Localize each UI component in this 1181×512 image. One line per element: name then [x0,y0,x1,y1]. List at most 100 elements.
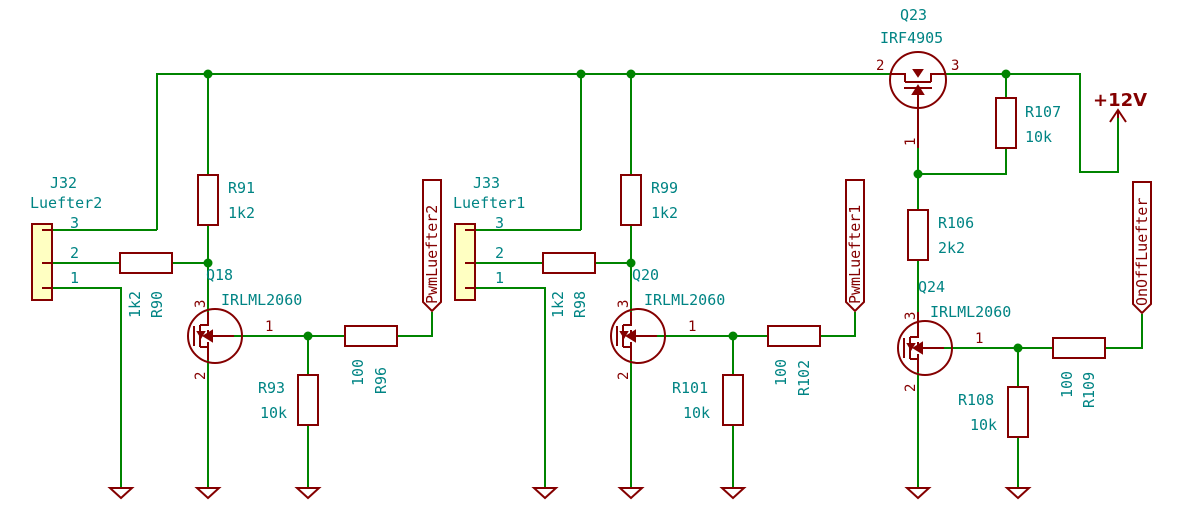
mosfet-arrow-icon [911,84,925,95]
resistor-r91[interactable]: R91 1k2 [197,174,255,226]
ground-icon [194,487,222,500]
resistor-ref: R90 [148,291,166,318]
connector-value: Luefter1 [453,194,525,212]
pin-number: 2 [903,384,919,392]
pin-number: 2 [876,58,884,74]
resistor-body [767,325,821,347]
mosfet-body [610,308,666,364]
pin-number: 1 [495,269,504,287]
resistor-r93[interactable]: R93 10k [258,374,319,426]
resistor-value: 10k [683,404,710,422]
resistor-r106[interactable]: R106 2k2 [907,209,974,261]
mosfet-arrow-icon [912,341,923,355]
junction-dot [303,331,313,341]
mosfet-body [897,320,953,376]
resistor-ref: R106 [938,214,974,232]
junction-dot [626,69,636,79]
power-arrow-icon [1109,108,1127,123]
transistor-q23[interactable]: Q23 IRF4905 2 3 1 [876,6,959,148]
junction-dot [1013,343,1023,353]
resistor-r109[interactable]: 100 R109 [1052,337,1106,408]
pin-number: 3 [70,214,79,232]
transistor-ref: Q20 [632,266,659,284]
resistor-ref: R93 [258,379,285,397]
global-label-pwmluefter1[interactable]: PwmLuefter1 [845,179,865,313]
transistor-q20[interactable]: Q20 IRLML2060 3 1 2 [610,266,725,380]
junction-dot [913,169,923,179]
junction-dot [626,258,636,268]
pin-number: 1 [70,269,79,287]
resistor-value: 2k2 [938,239,965,257]
transistor-ref: Q18 [206,266,233,284]
resistor-r96[interactable]: 100 R96 [344,325,398,394]
resistor-body [197,174,219,226]
resistor-r101[interactable]: R101 10k [672,374,744,426]
diode-icon [912,69,924,78]
power-symbol-12v[interactable]: +12V [1093,90,1147,123]
transistor-value: IRLML2060 [221,291,302,309]
pin-number: 1 [903,138,919,146]
ground-symbols [107,487,1032,500]
resistor-value: 10k [1025,128,1052,146]
pin-number: 2 [70,244,79,262]
transistor-value: IRF4905 [880,29,943,47]
resistor-body [297,374,319,426]
transistor-value: IRLML2060 [644,291,725,309]
junction-dot [203,69,213,79]
transistor-value: IRLML2060 [930,303,1011,321]
resistor-r102[interactable]: 100 R102 [767,325,821,396]
pin-number: 1 [688,319,696,335]
resistor-r98[interactable]: 1k2 R98 [542,252,596,318]
mosfet-body [187,308,243,364]
resistor-r99[interactable]: R99 1k2 [620,174,678,226]
resistor-r90[interactable]: 1k2 R90 [119,252,173,318]
transistor-ref: Q24 [918,278,945,296]
power-label: +12V [1093,90,1147,111]
junctions [203,69,1023,353]
resistor-body [344,325,398,347]
mosfet-arrow-icon [202,329,213,343]
diode-icon [196,331,206,339]
global-label-pwmluefter2[interactable]: PwmLuefter2 [422,179,442,313]
resistor-ref: R99 [651,179,678,197]
resistor-value: 1k2 [126,291,144,318]
junction-dot [1001,69,1011,79]
pin-number: 3 [495,214,504,232]
transistor-q18[interactable]: Q18 IRLML2060 3 1 2 [187,266,302,380]
connector-value: Luefter2 [30,194,102,212]
resistor-body [542,252,596,274]
ground-icon [531,487,559,500]
junction-dot [728,331,738,341]
resistor-value: 1k2 [549,291,567,318]
resistor-value: 10k [260,404,287,422]
connector-j32[interactable]: J32 Luefter2 3 2 1 [30,174,102,301]
resistor-body [119,252,173,274]
label-outline [1132,181,1152,315]
global-label-onoffluefter[interactable]: OnOffLuefter [1132,181,1152,315]
mosfet-arrow-icon [625,329,636,343]
resistor-r107[interactable]: R107 10k [995,97,1061,149]
resistor-ref: R96 [372,367,390,394]
label-text: PwmLuefter1 [846,205,864,304]
resistor-r108[interactable]: R108 10k [958,386,1029,438]
resistor-body [620,174,642,226]
ground-icon [719,487,747,500]
pin-number: 3 [193,300,209,308]
connector-j33[interactable]: J33 Luefter1 3 2 1 [453,174,525,301]
resistor-ref: R108 [958,391,994,409]
transistor-ref: Q23 [900,6,927,24]
resistor-value: 1k2 [651,204,678,222]
resistor-value: 100 [1058,371,1076,398]
resistor-ref: R98 [571,291,589,318]
pin-number: 2 [616,372,632,380]
pin-number: 1 [975,331,983,347]
resistor-value: 10k [970,416,997,434]
pin-number: 1 [265,319,273,335]
resistor-ref: R107 [1025,103,1061,121]
diode-icon [619,331,629,339]
label-outline [422,179,442,313]
resistor-value: 1k2 [228,204,255,222]
label-outline [845,179,865,313]
transistor-q24[interactable]: Q24 IRLML2060 3 1 2 [897,278,1011,392]
resistor-body [907,209,929,261]
